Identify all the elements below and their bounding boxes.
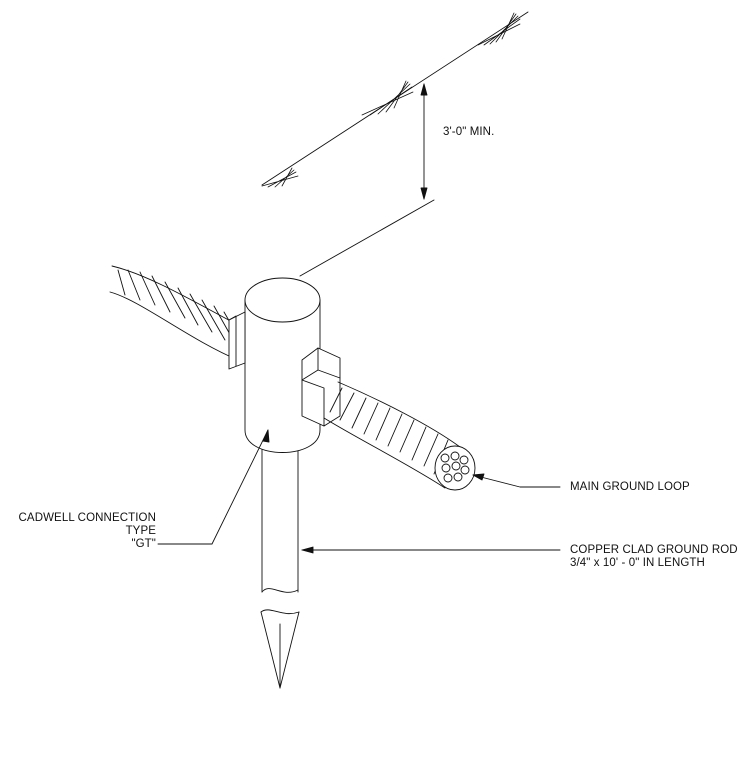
cadweld-line-1: CADWELL CONNECTION <box>18 512 156 524</box>
leader-cadweld <box>157 429 270 545</box>
depth-label: 3'-0" MIN. <box>443 126 495 138</box>
cadweld-line-3: "GT" <box>131 538 156 550</box>
main-ground-loop-label: MAIN GROUND LOOP <box>570 481 690 493</box>
depth-dimension <box>299 83 435 277</box>
finished-grade-line <box>261 11 529 188</box>
ground-loop-conductor-left <box>109 265 239 361</box>
ground-rod-label: COPPER CLAD GROUND ROD 3/4" x 10' - 0" I… <box>570 544 738 570</box>
cadweld-connection <box>228 277 341 453</box>
ground-loop-conductor-right <box>323 381 476 491</box>
ground-rod <box>260 446 300 689</box>
leader-ground-rod <box>301 546 561 554</box>
leader-main-ground-loop <box>472 473 561 488</box>
cadweld-connection-label: CADWELL CONNECTION TYPE "GT" <box>8 512 156 551</box>
ground-rod-line-2: 3/4" x 10' - 0" IN LENGTH <box>570 557 705 569</box>
cadweld-line-2: TYPE <box>125 525 156 537</box>
ground-rod-line-1: COPPER CLAD GROUND ROD <box>570 544 738 556</box>
